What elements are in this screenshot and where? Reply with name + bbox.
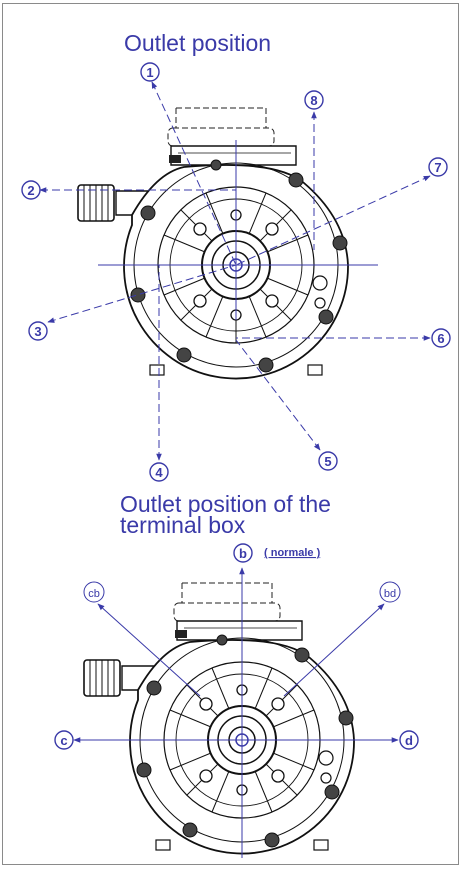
outlet-marker-3: 3 [28, 321, 48, 341]
pump-terminal-box-view [83, 582, 356, 855]
terminal-marker-c: c [54, 730, 74, 750]
svg-text:6: 6 [437, 331, 444, 346]
svg-text:cb: cb [88, 588, 100, 600]
svg-text:5: 5 [324, 454, 331, 469]
svg-text:c: c [60, 733, 67, 748]
svg-text:3: 3 [34, 324, 41, 339]
svg-text:bd: bd [384, 588, 396, 600]
svg-text:1: 1 [146, 65, 153, 80]
terminal-marker-d: d [399, 730, 419, 750]
outlet-marker-2: 2 [21, 180, 41, 200]
terminal-normal-note: ( normale ) [264, 547, 321, 559]
terminal-guide-lines [73, 567, 399, 858]
terminal-box-heading-line1: Outlet position of the [120, 491, 331, 517]
svg-text:d: d [405, 733, 413, 748]
outlet-marker-5: 5 [318, 451, 338, 471]
terminal-box-heading-line2: terminal box [120, 512, 246, 538]
outlet-marker-7: 7 [428, 157, 448, 177]
terminal-marker-cb: cb [83, 581, 105, 603]
outlet-marker-6: 6 [431, 328, 451, 348]
terminal-marker-b: b [233, 543, 253, 563]
svg-text:8: 8 [310, 93, 317, 108]
svg-text:7: 7 [434, 160, 441, 175]
svg-text:b: b [239, 546, 247, 561]
outlet-marker-4: 4 [149, 462, 169, 482]
terminal-marker-bd: bd [379, 581, 401, 603]
outlet-guide-lines [39, 81, 431, 461]
outlet-position-heading: Outlet position [124, 30, 272, 56]
outlet-marker-1: 1 [140, 62, 160, 82]
svg-text:2: 2 [27, 183, 34, 198]
drawing-frame [2, 3, 459, 865]
outlet-marker-8: 8 [304, 90, 324, 110]
svg-text:4: 4 [155, 465, 163, 480]
